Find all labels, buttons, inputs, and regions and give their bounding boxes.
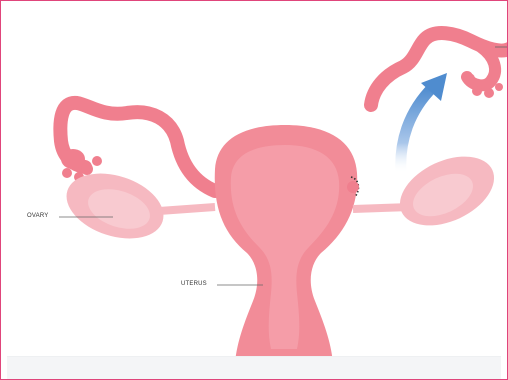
left-ovarian-ligament (159, 207, 215, 211)
implantation-spot-fill (347, 181, 359, 193)
uterus-label: UTERUS (181, 281, 207, 287)
up-arrow-icon (401, 73, 447, 173)
ovary-label: OVARY (27, 213, 48, 219)
footer-strip (7, 356, 501, 379)
